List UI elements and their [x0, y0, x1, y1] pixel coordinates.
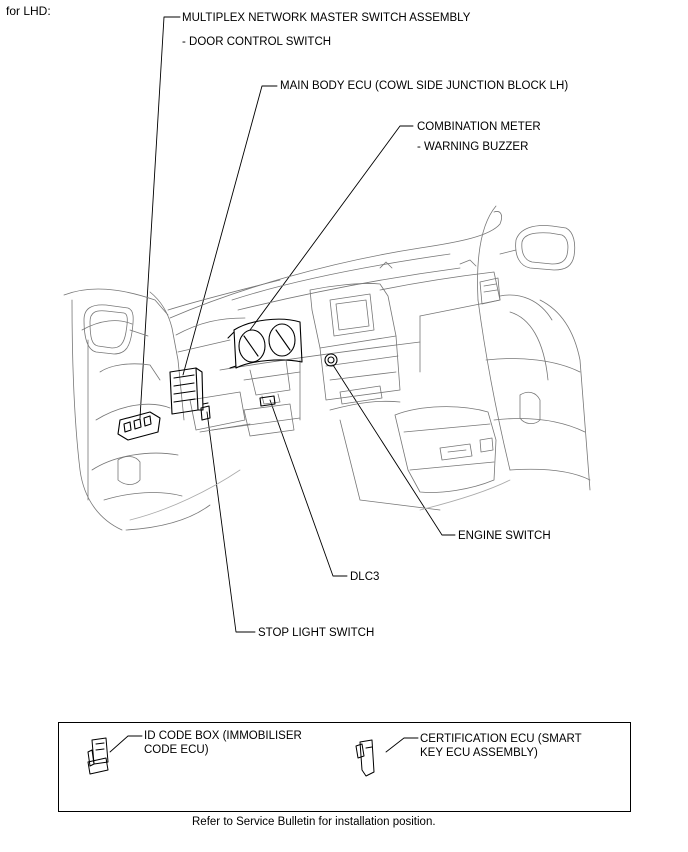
leader-dlc3 [269, 399, 348, 577]
label-multiplex-network-master-switch: MULTIPLEX NETWORK MASTER SWITCH ASSEMBLY [182, 12, 471, 24]
label-warning-buzzer: - WARNING BUZZER [417, 141, 529, 153]
inset-box [58, 722, 631, 812]
label-main-body-ecu: MAIN BODY ECU (COWL SIDE JUNCTION BLOCK … [280, 80, 569, 92]
combination-meter [227, 318, 303, 369]
leader-combination-meter [249, 125, 414, 331]
inset-leaders [109, 735, 419, 753]
label-dlc3: DLC3 [350, 571, 380, 583]
dlc3-connector [259, 395, 276, 407]
center-console [309, 283, 497, 511]
certification-ecu-icon [355, 739, 375, 777]
leader-multiplex-switch [139, 16, 181, 419]
label-immobiliser-code-ecu: CODE ECU) [144, 744, 209, 756]
engine-switch [324, 353, 338, 367]
label-smart-key-ecu-assembly: KEY ECU ASSEMBLY) [420, 747, 538, 759]
left-door [63, 288, 211, 531]
main-body-ecu [169, 367, 204, 415]
floor-lines [129, 469, 511, 521]
multiplex-network-master-switch [117, 411, 161, 441]
label-certification-ecu: CERTIFICATION ECU (SMART [420, 733, 582, 745]
leader-stop-light-switch [206, 411, 256, 633]
leader-certification-ecu [385, 737, 419, 753]
dashboard [169, 211, 502, 437]
label-combination-meter: COMBINATION METER [417, 121, 541, 133]
steering-column [249, 359, 291, 405]
label-door-control-switch: - DOOR CONTROL SWITCH [182, 36, 332, 48]
leader-id-code-box [109, 735, 143, 753]
id-code-box-icon [87, 737, 109, 775]
leader-engine-switch [332, 364, 456, 536]
stop-light-switch [200, 402, 211, 421]
leader-lines [139, 16, 456, 633]
right-door [477, 205, 591, 491]
label-stop-light-switch: STOP LIGHT SWITCH [258, 627, 375, 639]
leader-main-body-ecu [182, 85, 278, 376]
label-engine-switch: ENGINE SWITCH [458, 530, 551, 542]
footer-note: Refer to Service Bulletin for installati… [192, 816, 436, 828]
label-id-code-box: ID CODE BOX (IMMOBILISER [144, 730, 302, 742]
page-title: for LHD: [6, 4, 51, 18]
a-pillar-left [149, 279, 281, 433]
